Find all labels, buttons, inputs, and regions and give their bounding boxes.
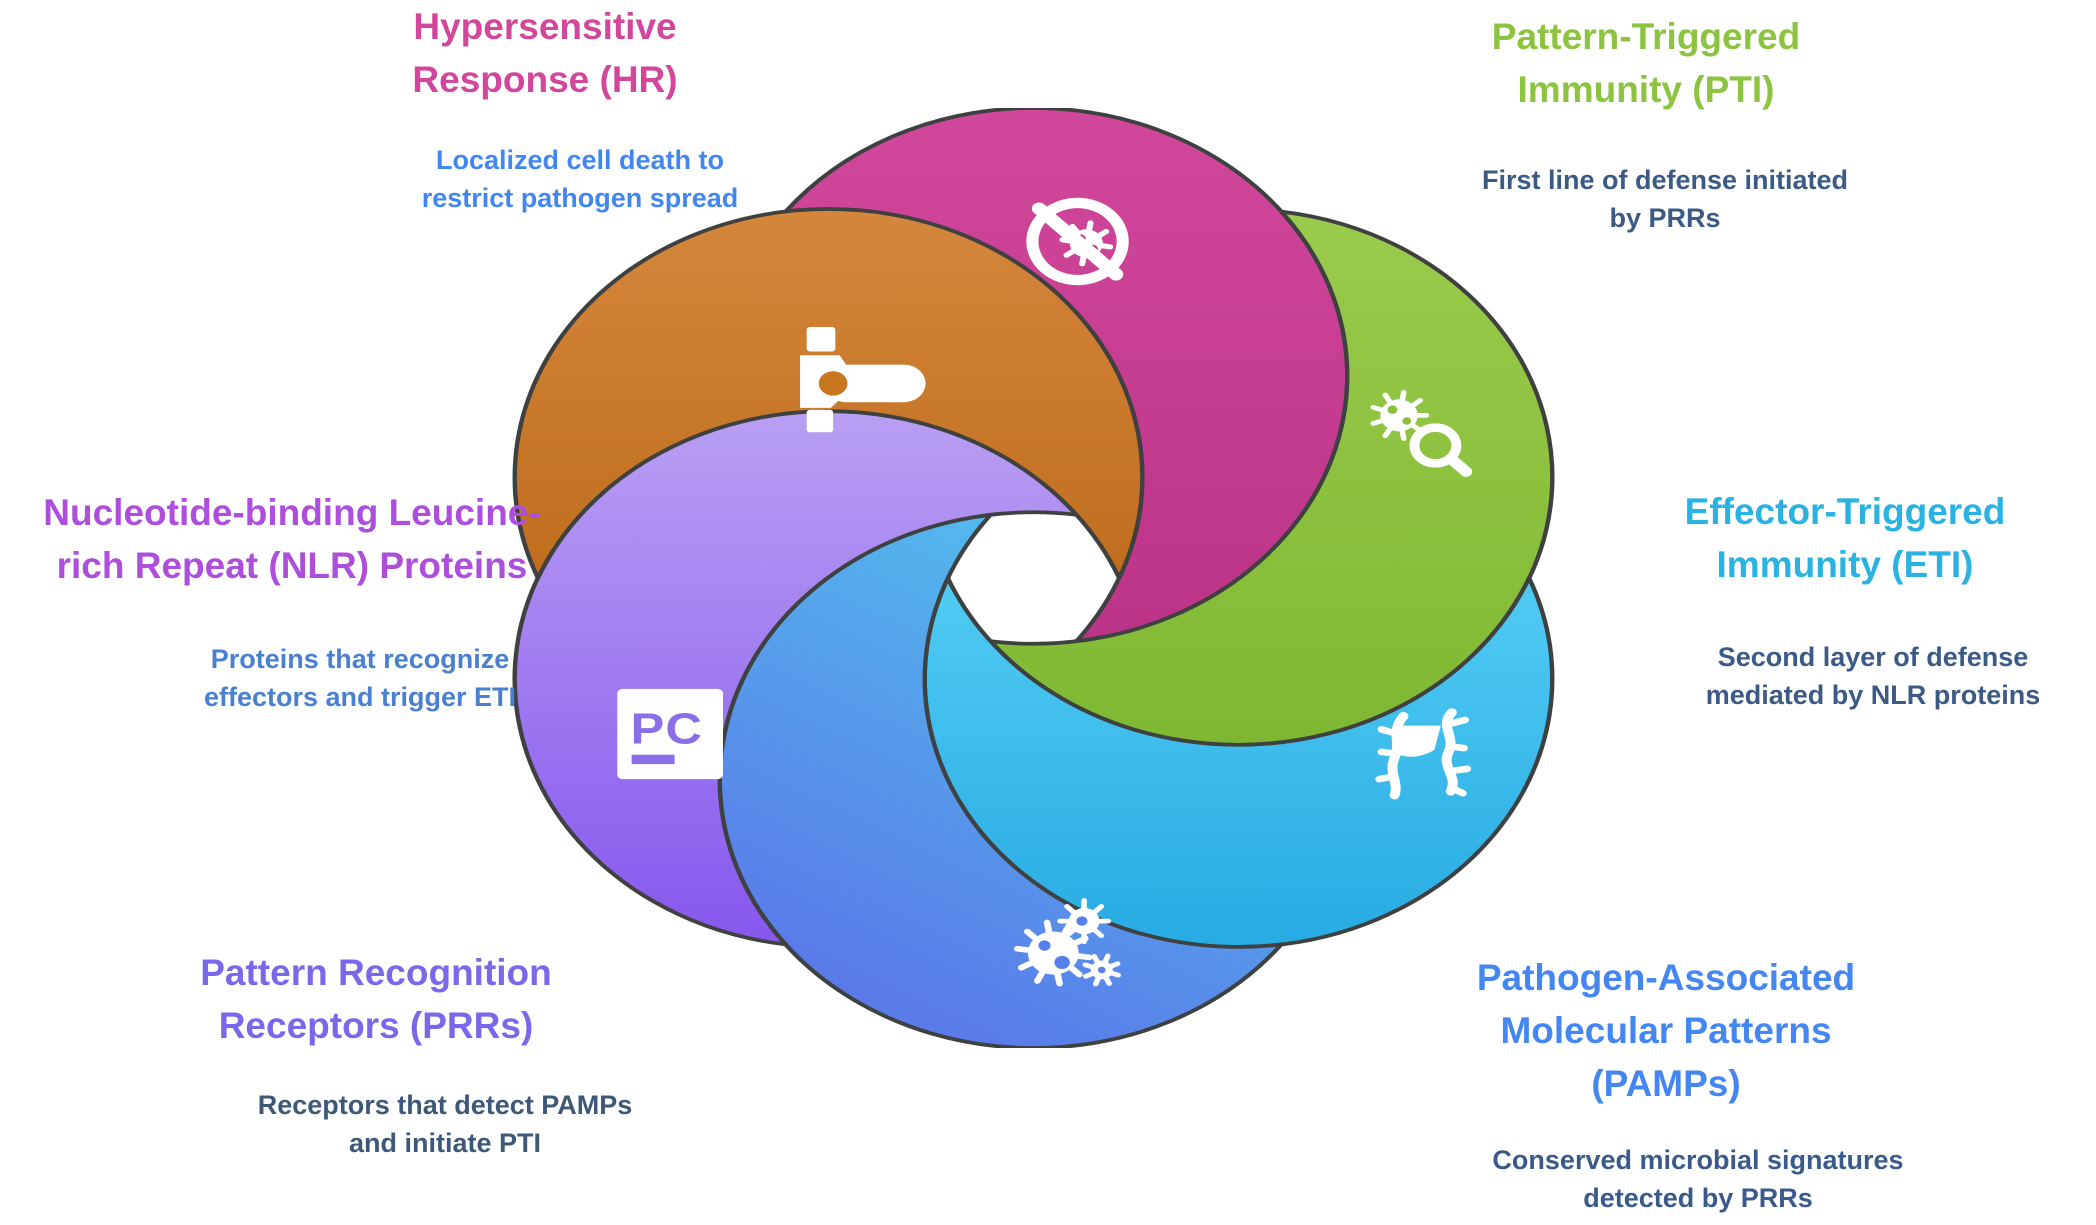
prr-desc-line: Receptors that detect PAMPs [257,1090,633,1120]
pti-desc-line: by PRRs [1609,203,1721,233]
pamp-desc-line: Conserved microbial signatures [1492,1145,1904,1175]
prr-title-line: Pattern Recognition [200,952,552,993]
nlr-title-line: rich Repeat (NLR) Proteins [56,545,528,586]
hr-desc-line: Localized cell death to [435,145,725,175]
prr-description: Receptors that detect PAMPs and initiate… [165,1086,725,1162]
prr-title: Pattern Recognition Receptors (PRRs) [96,946,656,1052]
immunity-cycle-figure: PC [512,108,1555,1048]
key-icon [800,327,926,433]
nlr-title-line: Nucleotide-binding Leucine- [43,492,541,533]
hr-title-line: Response (HR) [412,59,678,100]
nlr-desc-line: effectors and trigger ETI [203,682,517,712]
pamp-title: Pathogen-Associated Molecular Patterns (… [1386,951,1946,1110]
pamp-title-line: Molecular Patterns [1500,1010,1832,1051]
pti-desc-line: First line of defense initiated [1481,165,1849,195]
pamp-title-line: (PAMPs) [1591,1063,1741,1104]
eti-title-line: Immunity (ETI) [1716,544,1974,585]
nlr-title: Nucleotide-binding Leucine- rich Repeat … [12,486,572,592]
pamp-description: Conserved microbial signatures detected … [1418,1141,1978,1217]
pti-title-line: Pattern-Triggered [1491,16,1801,57]
hr-title: Hypersensitive Response (HR) [265,0,825,106]
blocked-pathogen-icon [1026,197,1129,286]
nlr-desc-line: Proteins that recognize [210,644,510,674]
pti-title: Pattern-Triggered Immunity (PTI) [1366,10,1926,116]
hr-desc-line: restrict pathogen spread [421,183,739,213]
pti-description: First line of defense initiated by PRRs [1385,161,1945,237]
eti-desc-line: Second layer of defense [1717,642,2029,672]
effector-icon [1375,708,1472,800]
eti-desc-line: mediated by NLR proteins [1705,680,2041,710]
pamp-title-line: Pathogen-Associated [1476,957,1856,998]
svg-text:PC: PC [631,704,704,753]
eti-title-line: Effector-Triggered [1684,491,2006,532]
eti-title: Effector-Triggered Immunity (ETI) [1565,485,2096,591]
pamp-germs-icon [1014,898,1122,987]
eti-description: Second layer of defense mediated by NLR … [1593,638,2096,714]
pathogen-search-icon [1370,389,1473,477]
hr-description: Localized cell death to restrict pathoge… [300,141,860,217]
hr-title-line: Hypersensitive [413,6,677,47]
prr-title-line: Receptors (PRRs) [218,1005,534,1046]
pamp-desc-line: detected by PRRs [1583,1183,1813,1213]
receptor-monogram-icon: PC [617,688,724,780]
prr-desc-line: and initiate PTI [348,1128,542,1158]
pti-title-line: Immunity (PTI) [1517,69,1775,110]
nlr-description: Proteins that recognize effectors and tr… [80,640,640,716]
